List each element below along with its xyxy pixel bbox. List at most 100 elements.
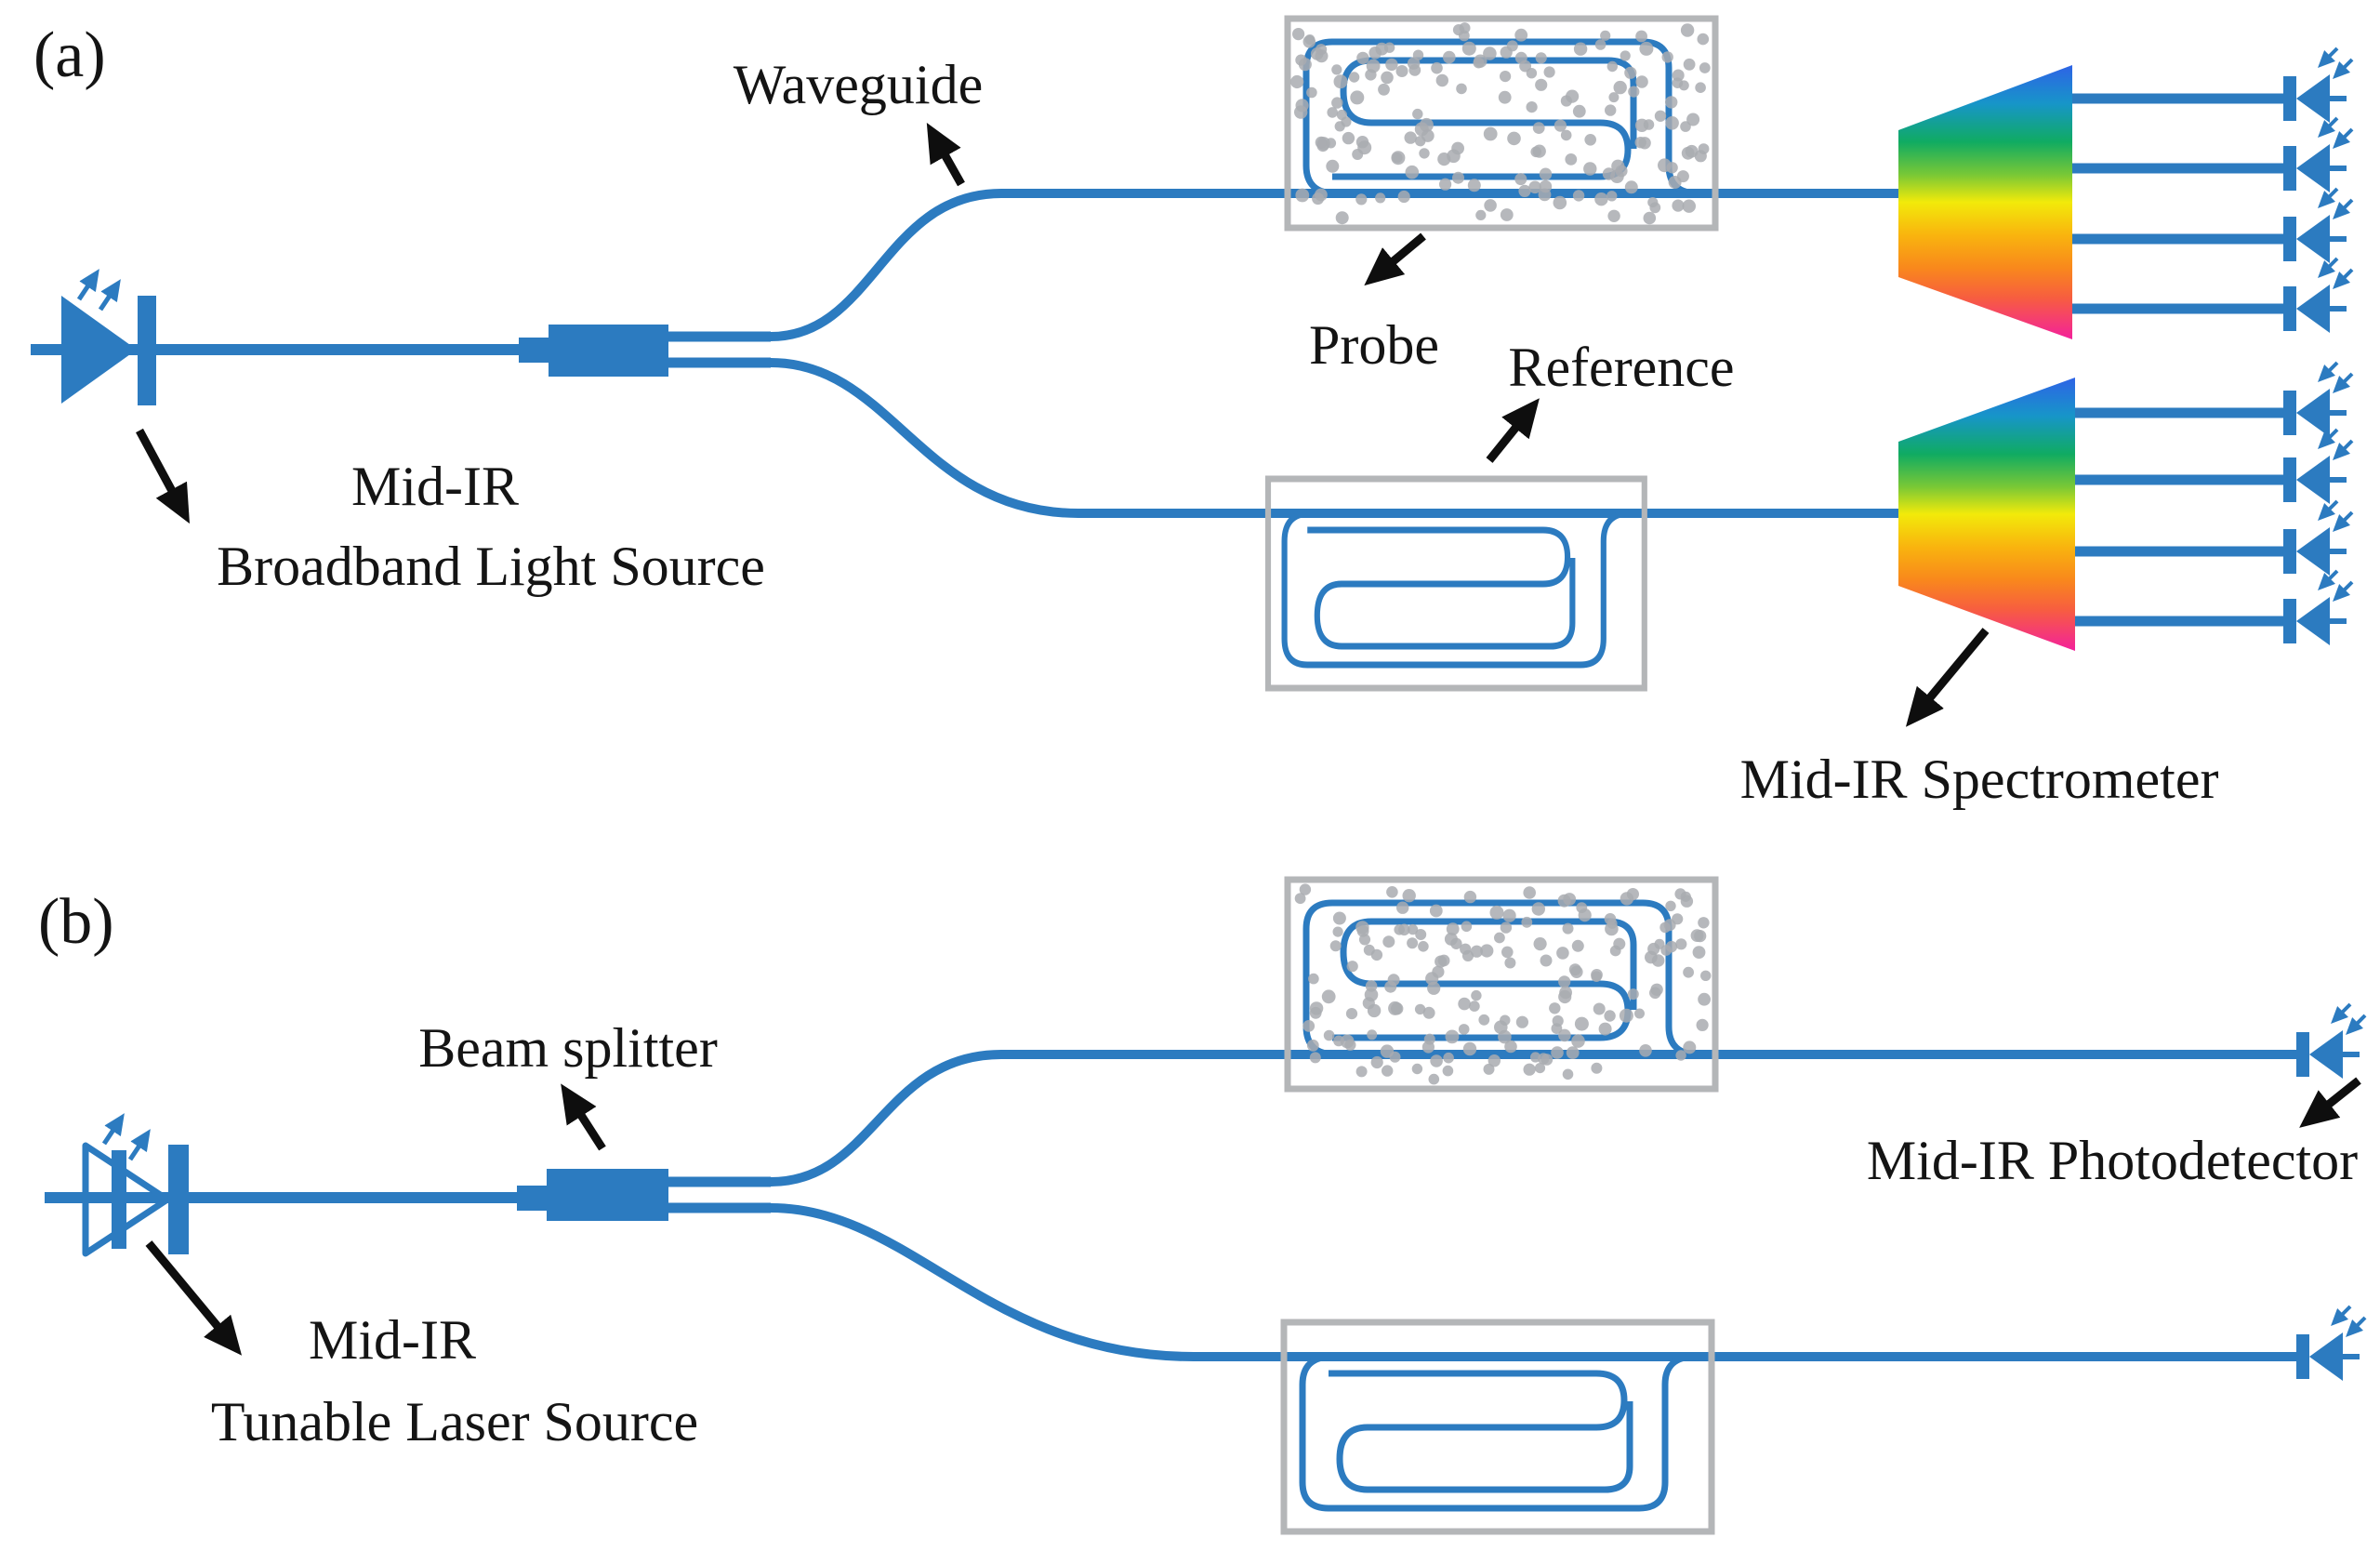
photodetector-label-arrow <box>2299 1077 2361 1128</box>
analyte-dot <box>1407 923 1419 935</box>
analyte-dot <box>1666 162 1678 174</box>
analyte-dot <box>1624 180 1638 194</box>
analyte-dot <box>1384 980 1397 993</box>
analyte-dot <box>1469 1001 1480 1012</box>
photodetector-icon <box>2283 571 2352 645</box>
analyte-dot <box>1565 153 1578 166</box>
analyte-dot <box>1385 58 1398 72</box>
analyte-dot <box>1558 975 1571 988</box>
analyte-dot <box>1604 1010 1616 1022</box>
analyte-dot <box>1639 41 1654 56</box>
analyte-dot <box>1535 52 1547 64</box>
analyte-dot <box>1312 192 1325 205</box>
analyte-dot <box>1335 211 1349 225</box>
source-a-label-line1: Mid-IR <box>351 456 519 517</box>
reference-label: Reference <box>1508 337 1735 398</box>
analyte-dot <box>1532 122 1545 134</box>
analyte-dot <box>1659 921 1671 934</box>
analyte-dot <box>1607 209 1620 222</box>
beam-splitter-label: Beam splitter <box>418 1017 718 1079</box>
analyte-dot <box>1357 140 1372 155</box>
analyte-dot <box>1428 1073 1440 1085</box>
analyte-dot <box>1498 1029 1512 1044</box>
analyte-dot <box>1540 1054 1554 1066</box>
analyte-dot <box>1554 119 1567 132</box>
analyte-dot <box>1327 107 1338 118</box>
analyte-dot <box>1331 64 1342 75</box>
analyte-dot <box>1421 129 1435 142</box>
analyte-dot <box>1558 989 1572 1004</box>
analyte-dot <box>1552 1014 1564 1027</box>
analyte-dot <box>1700 970 1712 981</box>
analyte-dot <box>1395 65 1408 77</box>
analyte-dot <box>1572 104 1586 118</box>
analyte-dot <box>1665 96 1678 109</box>
analyte-dot <box>1551 1046 1564 1059</box>
photodetector-icon <box>2283 501 2352 576</box>
analyte-dot <box>1447 149 1461 164</box>
analyte-dot <box>1598 1022 1612 1036</box>
analyte-dot <box>1678 80 1689 91</box>
analyte-dot <box>1294 105 1308 119</box>
analyte-dot <box>1526 68 1538 79</box>
analyte-dot <box>1500 71 1512 83</box>
analyte-dot <box>1456 83 1467 95</box>
analyte-dot <box>1557 894 1571 908</box>
analyte-dot <box>1571 1034 1585 1048</box>
analyte-dot <box>1381 71 1394 85</box>
analyte-dot <box>1501 946 1514 959</box>
analyte-dot <box>1331 97 1343 109</box>
splitter-taper-a <box>519 338 552 363</box>
splitter-taper-b <box>517 1186 550 1211</box>
probe-label-arrow <box>1364 232 1426 286</box>
analyte-dot <box>1628 86 1640 98</box>
analyte-dot <box>1583 162 1597 176</box>
analyte-dot <box>1411 1063 1423 1075</box>
analyte-dot <box>1696 1018 1709 1031</box>
analyte-dot <box>1471 989 1482 1001</box>
analyte-dot <box>1606 60 1618 73</box>
analyte-dot <box>1382 935 1395 948</box>
analyte-dot <box>1584 134 1596 146</box>
analyte-dot <box>1571 939 1584 952</box>
analyte-dot <box>1458 997 1471 1011</box>
source-a-label-line2: Broadband Light Source <box>217 536 765 597</box>
analyte-dot <box>1675 1050 1686 1061</box>
analyte-dot <box>1558 1028 1571 1042</box>
analyte-dot <box>1686 113 1700 126</box>
analyte-dot <box>1608 92 1620 103</box>
analyte-dot <box>1562 922 1574 935</box>
analyte-dot <box>1606 191 1618 202</box>
analyte-dot <box>1332 911 1346 925</box>
analyte-dot <box>1680 121 1691 132</box>
analyte-dot <box>1294 893 1306 905</box>
photodetector-icon <box>2283 363 2352 437</box>
analyte-dot <box>1419 148 1430 159</box>
analyte-dot <box>1504 957 1516 969</box>
analyte-dot <box>1383 42 1395 53</box>
analyte-dot <box>1462 1041 1477 1056</box>
analyte-dot <box>1500 1014 1511 1026</box>
analyte-dot <box>1295 188 1310 203</box>
analyte-dot <box>1452 171 1464 184</box>
analyte-dot <box>1572 190 1585 202</box>
analyte-dot <box>1498 90 1512 104</box>
analyte-dot <box>1299 883 1312 895</box>
analyte-dot <box>1446 922 1460 935</box>
analyte-dot <box>1532 144 1546 158</box>
analyte-dot <box>1304 34 1316 45</box>
analyte-dot <box>1398 923 1410 936</box>
analyte-dot <box>1368 46 1382 60</box>
analyte-dot <box>1624 66 1637 79</box>
panel-a-graphics <box>31 19 2352 727</box>
analyte-dot <box>1523 886 1536 899</box>
analyte-dot <box>1654 110 1667 122</box>
analyte-dot <box>1698 917 1710 929</box>
analyte-dot <box>1470 945 1483 958</box>
analyte-dot <box>1435 73 1448 87</box>
analyte-dot <box>1358 934 1371 946</box>
spectrometer-label-arrow <box>1905 628 1990 727</box>
analyte-dot <box>1302 1020 1316 1032</box>
analyte-dot <box>1672 199 1685 212</box>
